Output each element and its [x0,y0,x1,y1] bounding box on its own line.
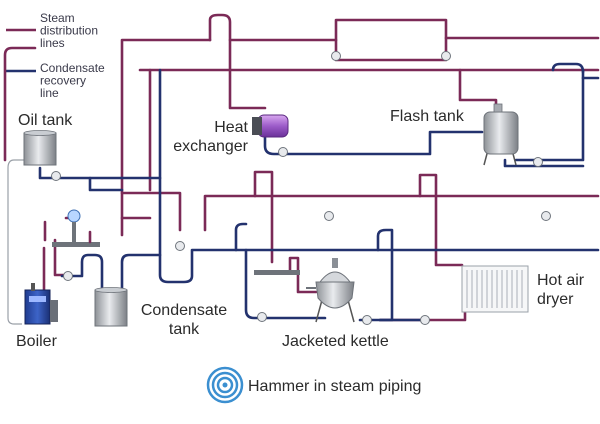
steam-header [43,209,100,247]
flash-tank-label: Flash tank [390,108,465,125]
trap-11 [362,315,372,325]
trap-12 [420,315,430,325]
trap-6 [175,241,185,251]
trap-5 [533,157,543,167]
trap-2 [441,51,451,61]
hot-air-dryer [461,265,529,313]
jacketed-kettle-label: Jacketed kettle [282,333,389,350]
trap-8 [541,211,551,221]
dryer-fins [466,270,523,308]
heat-exchanger [252,114,289,138]
boiler [24,283,58,325]
condensate-tank [94,287,128,327]
trap-4 [278,147,288,157]
trap-3 [51,171,61,181]
hammer-icon [206,366,244,404]
steam-pipes [3,13,600,322]
trap-7 [324,211,334,221]
hammer-legend-label: Hammer in steam piping [248,378,421,395]
kettle-header [254,270,300,275]
trap-10 [257,312,267,322]
boiler-label: Boiler [16,333,58,350]
oil-tank [23,130,57,166]
oil-tank-label: Oil tank [18,112,73,129]
flash-tank [483,103,519,166]
trap-1 [331,51,341,61]
jacketed-kettle [306,258,355,323]
trap-9 [63,271,73,281]
steam-traps [51,51,551,325]
